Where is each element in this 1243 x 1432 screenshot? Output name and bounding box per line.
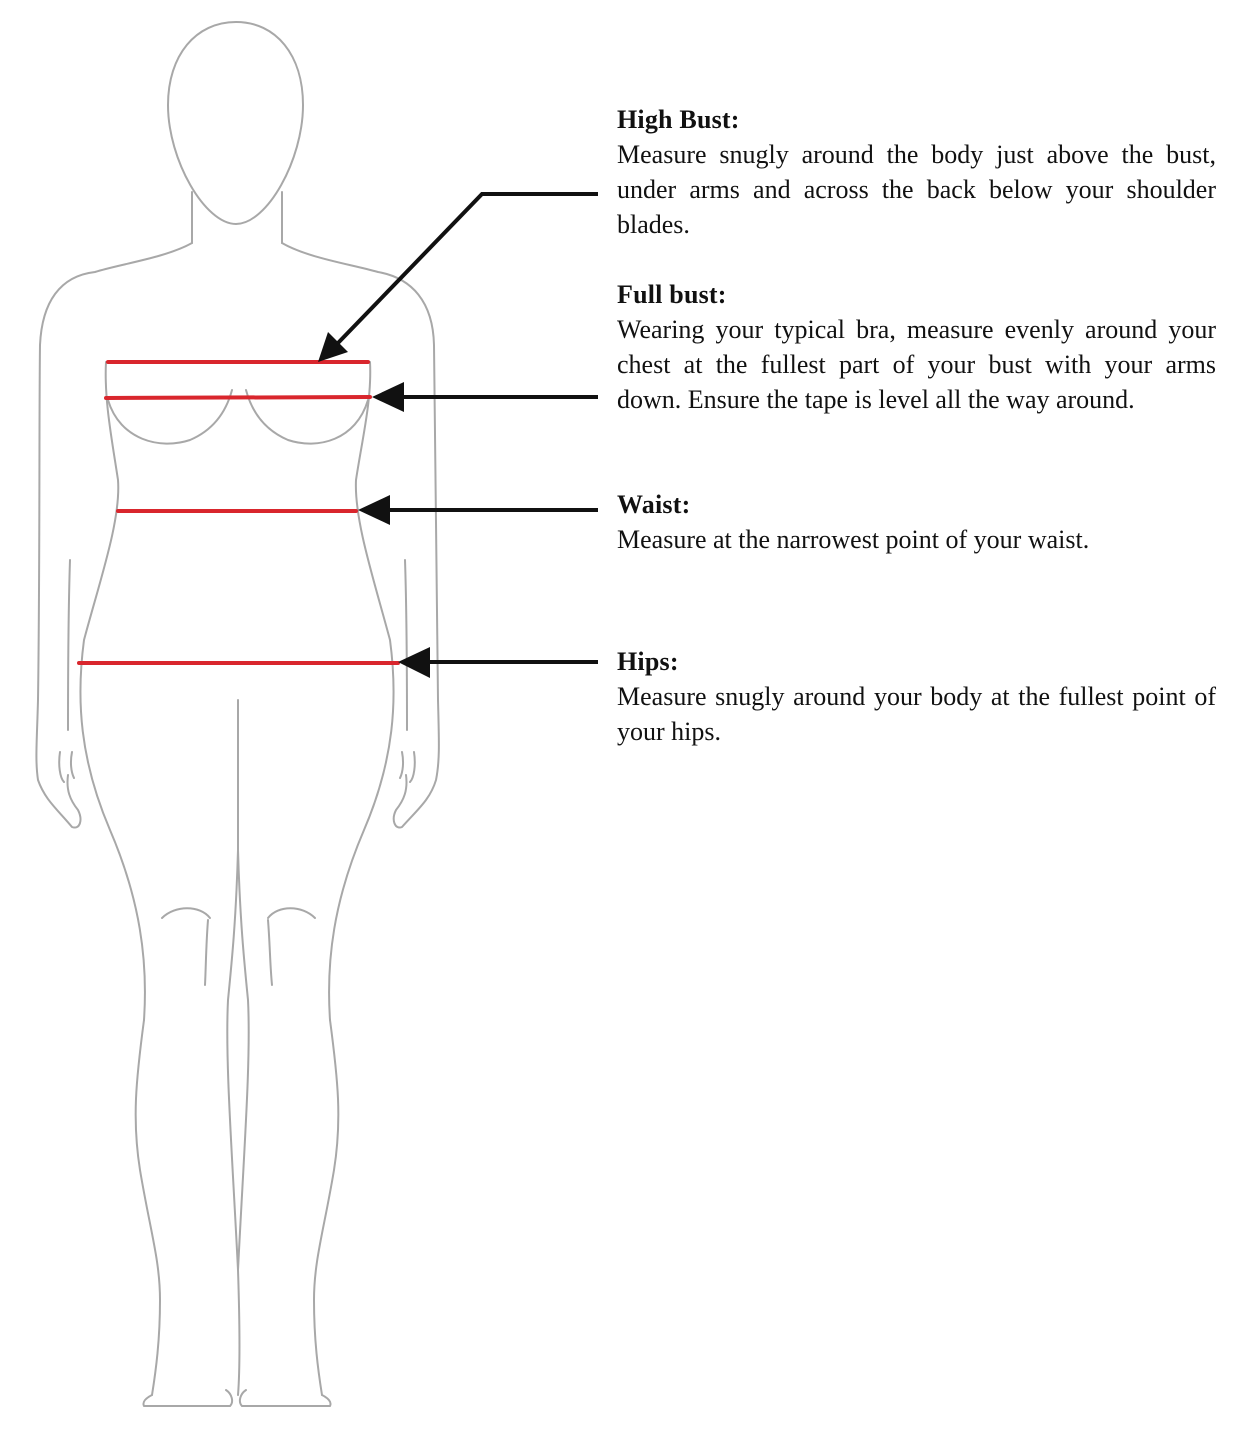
bust-outline: [107, 389, 233, 445]
arrowhead-icon: [318, 332, 348, 362]
leg-outline: [134, 1019, 161, 1396]
foot-outline: [238, 1389, 332, 1407]
knee-outline: [161, 907, 211, 986]
waist-instruction: Waist: Measure at the narrowest point of…: [617, 487, 1216, 557]
arm-inner-outline: [404, 559, 408, 731]
shoulder-outline: [35, 242, 193, 829]
high-bust-title: High Bust:: [617, 105, 740, 134]
arm-inner-outline: [67, 559, 71, 731]
torso-outline: [79, 361, 146, 1021]
knee-outline: [267, 907, 316, 986]
hand-outline: [58, 751, 75, 783]
inner-leg-outline: [226, 699, 241, 1396]
bust-outline: [245, 389, 369, 445]
head-outline: [167, 21, 304, 225]
hips-title: Hips:: [617, 647, 679, 676]
foot-outline: [142, 1389, 234, 1407]
arrowhead-icon: [358, 495, 390, 525]
hips-text: Measure snugly around your body at the f…: [617, 682, 1216, 746]
torso-outline: [328, 361, 395, 1021]
waist-text: Measure at the narrowest point of your w…: [617, 525, 1090, 554]
arrowhead-icon: [372, 382, 404, 412]
full-bust-text: Wearing your typical bra, measure evenly…: [617, 315, 1216, 414]
high-bust-pointer: [336, 192, 598, 345]
hand-outline: [399, 751, 416, 783]
pointer-arrows: [318, 192, 598, 678]
full-bust-line: [104, 395, 372, 400]
leg-outline: [313, 1019, 340, 1396]
high-bust-instruction: High Bust: Measure snugly around the bod…: [617, 102, 1216, 242]
arrowhead-icon: [398, 647, 430, 678]
waist-title: Waist:: [617, 490, 691, 519]
measurement-lines: [77, 360, 400, 665]
full-bust-title: Full bust:: [617, 280, 727, 309]
hips-instruction: Hips: Measure snugly around your body at…: [617, 644, 1216, 749]
full-bust-instruction: Full bust: Wearing your typical bra, mea…: [617, 277, 1216, 417]
inner-leg-outline: [237, 849, 250, 1271]
high-bust-text: Measure snugly around the body just abov…: [617, 140, 1216, 239]
body-figure-outline: [35, 21, 440, 1407]
shoulder-outline: [281, 242, 440, 829]
